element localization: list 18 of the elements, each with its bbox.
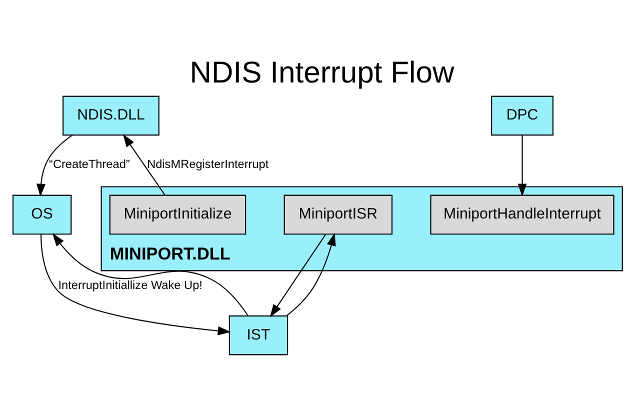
node-box: DPC: [491, 95, 554, 136]
node-box: MiniportISR: [284, 194, 393, 234]
arrow: [36, 134, 73, 196]
node-box: NDIS.DLL: [62, 95, 160, 136]
arrow: [40, 234, 231, 335]
node-box: MiniportHandleInterrupt: [430, 194, 614, 234]
node-box: OS: [12, 194, 72, 234]
arrow: [122, 134, 166, 195]
node-box: IST: [228, 314, 288, 355]
diagram-title: NDIS Interrupt Flow: [190, 56, 454, 90]
arrow: [286, 232, 336, 316]
edge-label: “CreateThread”: [49, 156, 130, 171]
arrow: [518, 134, 527, 196]
node-box: MiniportInitialize: [109, 194, 246, 234]
edge-label: NdisMRegisterInterrupt: [147, 156, 269, 171]
edge-label: InterruptInitiallize Wake Up!: [58, 277, 202, 292]
arrow: [52, 232, 248, 316]
arrow: [270, 234, 326, 317]
